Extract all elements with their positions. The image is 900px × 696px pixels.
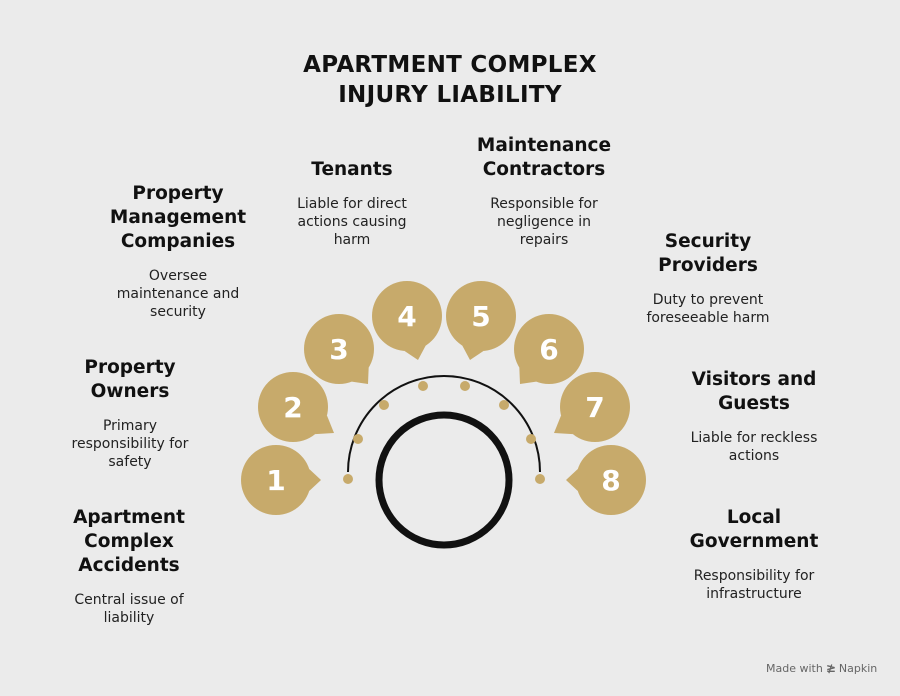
- item-description: Liable for reckless actions: [690, 430, 818, 464]
- item-tenants: Tenants Liable for direct actions causin…: [272, 158, 432, 249]
- item-local-government: Local Government Responsibility for infr…: [669, 506, 839, 603]
- item-description: Responsibility for infrastructure: [693, 568, 815, 602]
- item-description: Primary responsibility for safety: [71, 418, 189, 470]
- number-bubble-2: [258, 372, 328, 442]
- title-line-1: APARTMENT COMPLEX: [303, 52, 597, 78]
- bubble-number-8: 8: [601, 464, 620, 497]
- made-with-napkin-footer[interactable]: Made with ≱ Napkin: [766, 661, 877, 675]
- item-property-management-companies: Property Management Companies Oversee ma…: [88, 182, 268, 321]
- number-bubble-3: [304, 314, 374, 384]
- arc-dot-3: [379, 400, 389, 410]
- arc-dot-8: [535, 474, 545, 484]
- arc-dot-2: [353, 434, 363, 444]
- number-bubble-8: [576, 445, 646, 515]
- item-visitors-and-guests: Visitors and Guests Liable for reckless …: [669, 368, 839, 465]
- napkin-logo-icon: ≱: [825, 661, 836, 675]
- item-security-providers: Security Providers Duty to prevent fores…: [618, 230, 798, 327]
- bubble-number-3: 3: [329, 333, 348, 366]
- number-bubble-1: [241, 445, 311, 515]
- bubble-pointer-7: [554, 415, 573, 435]
- arc-dot-1: [343, 474, 353, 484]
- bubble-number-7: 7: [585, 391, 604, 424]
- item-apartment-complex-accidents: Apartment Complex Accidents Central issu…: [44, 506, 214, 627]
- bubble-pointer-4: [404, 345, 426, 360]
- arc-dot-4: [418, 381, 428, 391]
- bubble-number-1: 1: [266, 464, 285, 497]
- arc-dot-6: [499, 400, 509, 410]
- bubble-number-2: 2: [283, 391, 302, 424]
- made-with-label: Made with: [766, 661, 823, 675]
- item-description: Duty to prevent foreseeable harm: [646, 292, 770, 326]
- item-title: Visitors and Guests: [691, 369, 817, 414]
- bubble-pointer-2: [315, 415, 334, 435]
- connector-arc: [347, 375, 541, 473]
- item-title: Property Management Companies: [109, 183, 247, 252]
- central-ring: [375, 411, 513, 549]
- item-maintenance-contractors: Maintenance Contractors Responsible for …: [459, 134, 629, 249]
- item-description: Responsible for negligence in repairs: [490, 196, 598, 248]
- bubble-pointer-8: [566, 468, 578, 492]
- title-line-2: INJURY LIABILITY: [338, 82, 562, 108]
- item-title: Maintenance Contractors: [476, 135, 612, 180]
- bubble-number-6: 6: [539, 333, 558, 366]
- brand-label: Napkin: [838, 661, 878, 675]
- item-title: Tenants: [311, 159, 393, 180]
- number-bubble-5: [446, 281, 516, 351]
- diagram-title: APARTMENT COMPLEX INJURY LIABILITY: [250, 50, 650, 110]
- item-title: Apartment Complex Accidents: [73, 507, 185, 576]
- number-bubble-4: [372, 281, 442, 351]
- arc-dot-7: [526, 434, 536, 444]
- arc-dot-5: [460, 381, 470, 391]
- item-title: Local Government: [689, 507, 819, 552]
- bubble-pointer-1: [309, 468, 321, 492]
- number-bubble-7: [560, 372, 630, 442]
- bubble-pointer-5: [462, 345, 484, 360]
- item-title: Property Owners: [84, 357, 176, 402]
- item-title: Security Providers: [658, 231, 758, 276]
- bubble-number-5: 5: [471, 300, 490, 333]
- bubble-number-4: 4: [397, 300, 416, 333]
- number-bubble-6: [514, 314, 584, 384]
- item-property-owners: Property Owners Primary responsibility f…: [50, 356, 210, 471]
- item-description: Central issue of liability: [74, 592, 184, 626]
- item-description: Oversee maintenance and security: [116, 268, 240, 320]
- item-description: Liable for direct actions causing harm: [297, 196, 407, 248]
